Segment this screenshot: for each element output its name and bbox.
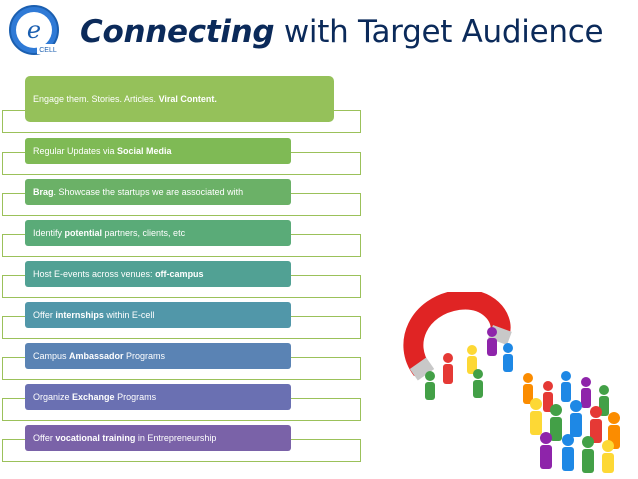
- list-item: Brag. Showcase the startups we are assoc…: [25, 179, 291, 205]
- list-item: Offer vocational training in Entrepreneu…: [25, 425, 291, 451]
- list-item: Offer internships within E-cell: [25, 302, 291, 328]
- item-text-run: Offer: [33, 310, 56, 320]
- title-rest: with Target Audience: [274, 14, 604, 50]
- item-text-run: Campus: [33, 351, 70, 361]
- item-text-run: Viral Content.: [158, 94, 217, 104]
- item-text-run: Ambassador: [69, 351, 124, 361]
- item-text-run: off-campus: [155, 269, 204, 279]
- item-text-run: Offer: [33, 433, 56, 443]
- item-text-run: potential: [64, 228, 103, 238]
- item-text-run: Social Media: [117, 146, 172, 156]
- item-text-run: Organize: [33, 392, 73, 402]
- item-text-run: Identify: [33, 228, 65, 238]
- ecell-logo: e CELL: [9, 5, 59, 55]
- logo-caption: CELL: [39, 47, 57, 54]
- list-item: Regular Updates via Social Media: [25, 138, 291, 164]
- list-item: Organize Exchange Programs: [25, 384, 291, 410]
- item-text-run: within E-cell: [103, 310, 155, 320]
- item-text-run: Engage them. Stories. Articles.: [33, 94, 159, 104]
- title-emphasis: Connecting: [80, 14, 275, 50]
- logo-letter: e: [27, 16, 41, 44]
- item-text-run: Programs: [114, 392, 157, 402]
- people-crowd-icon: [425, 327, 620, 473]
- list-item: Host E-events across venues: off-campus: [25, 261, 291, 287]
- list-item: Engage them. Stories. Articles. Viral Co…: [25, 76, 334, 122]
- item-text-run: in Entrepreneurship: [135, 433, 217, 443]
- page-title: Connecting with Target Audience: [80, 14, 604, 50]
- item-text-run: partners, clients, etc: [102, 228, 186, 238]
- item-text-run: Regular Updates via: [33, 146, 118, 156]
- item-text-run: Host E-events across venues:: [33, 269, 156, 279]
- list-item: Identify potential partners, clients, et…: [25, 220, 291, 246]
- item-text-run: Brag: [33, 187, 54, 197]
- item-text-run: Programs: [123, 351, 166, 361]
- list-item: Campus Ambassador Programs: [25, 343, 291, 369]
- magnet-people-illustration: [403, 292, 620, 473]
- item-text-run: . Showcase the startups we are associate…: [53, 187, 244, 197]
- item-text-run: internships: [55, 310, 104, 320]
- item-text-run: Exchange: [72, 392, 115, 402]
- item-text-run: vocational training: [55, 433, 136, 443]
